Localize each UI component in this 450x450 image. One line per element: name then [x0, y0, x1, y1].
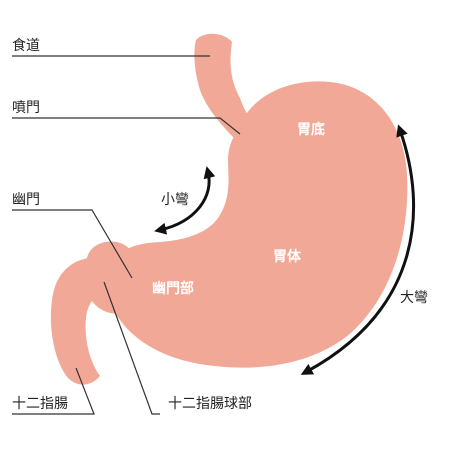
fundus-label: 胃底 — [297, 121, 325, 138]
stomach-organ — [50, 33, 408, 385]
leader-lines — [12, 55, 241, 415]
cardia-leader — [12, 117, 241, 135]
duodenum-leader — [12, 367, 95, 415]
duodenal-bulb-label: 十二指腸球部 — [168, 396, 252, 412]
pylorus-label: 幽門 — [12, 192, 40, 208]
cardia-label: 噴門 — [12, 100, 40, 116]
duodenal-bulb-leader — [103, 281, 160, 415]
esophagus-label: 食道 — [12, 37, 40, 54]
stomach-body-shape — [107, 81, 408, 368]
lesser-curvature-arrow — [154, 166, 216, 235]
duodenum-label: 十二指腸 — [12, 396, 68, 412]
pyloric-part-label: 幽門部 — [152, 280, 194, 297]
lesser-curvature-label: 小彎 — [161, 192, 189, 208]
esophagus-shape — [194, 33, 258, 140]
pylorus-leader — [12, 209, 133, 279]
greater-curvature-label: 大彎 — [400, 290, 428, 306]
greater-curvature-arrow — [300, 124, 415, 375]
stomach-body-label: 胃体 — [273, 248, 302, 265]
duodenum-shape — [50, 258, 112, 385]
